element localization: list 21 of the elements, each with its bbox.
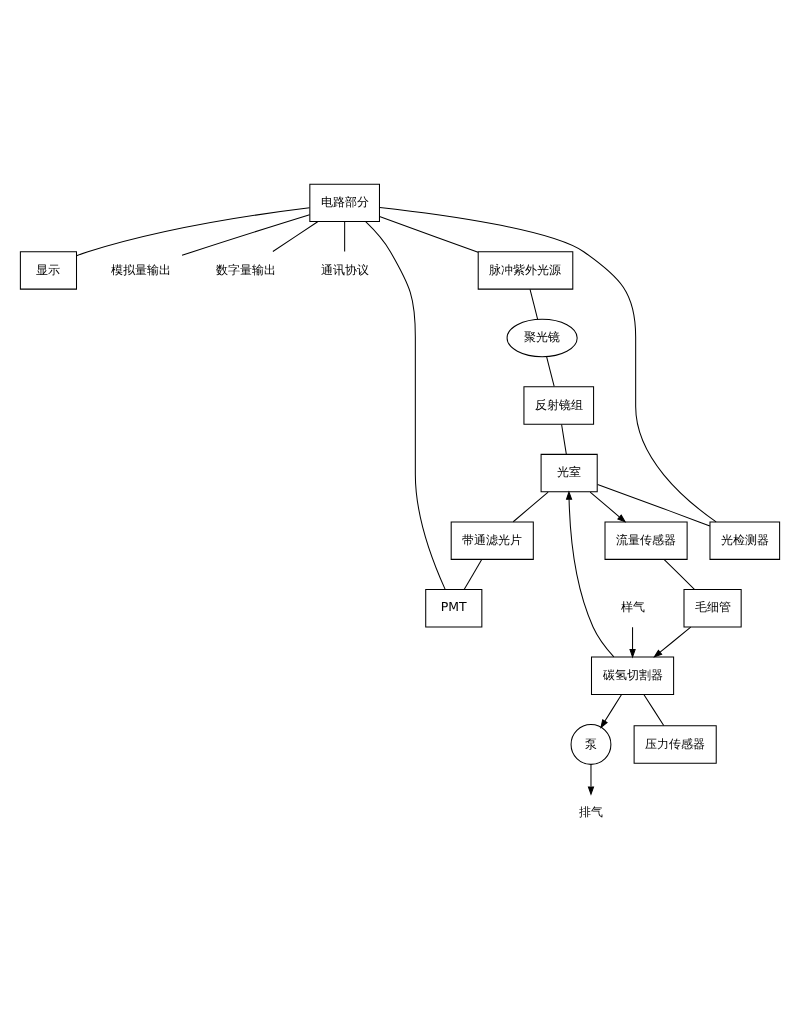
connector: [529, 288, 539, 320]
connector: [597, 483, 711, 527]
connector: [344, 221, 346, 253]
arrow: [565, 490, 615, 658]
connector: [272, 221, 319, 253]
arrow: [600, 694, 622, 729]
connector: [512, 491, 549, 523]
connector: [643, 694, 665, 727]
connector: [663, 559, 695, 590]
connector: [561, 423, 567, 455]
arrow: [653, 626, 692, 658]
arrow: [589, 491, 627, 523]
connector: [379, 216, 479, 253]
connector: [181, 214, 311, 256]
connector: [546, 356, 555, 387]
arrow: [629, 626, 636, 659]
connector: [76, 207, 311, 257]
connector: [463, 559, 483, 590]
arrow: [587, 763, 595, 796]
connector: [379, 206, 717, 523]
connector: [365, 221, 446, 590]
